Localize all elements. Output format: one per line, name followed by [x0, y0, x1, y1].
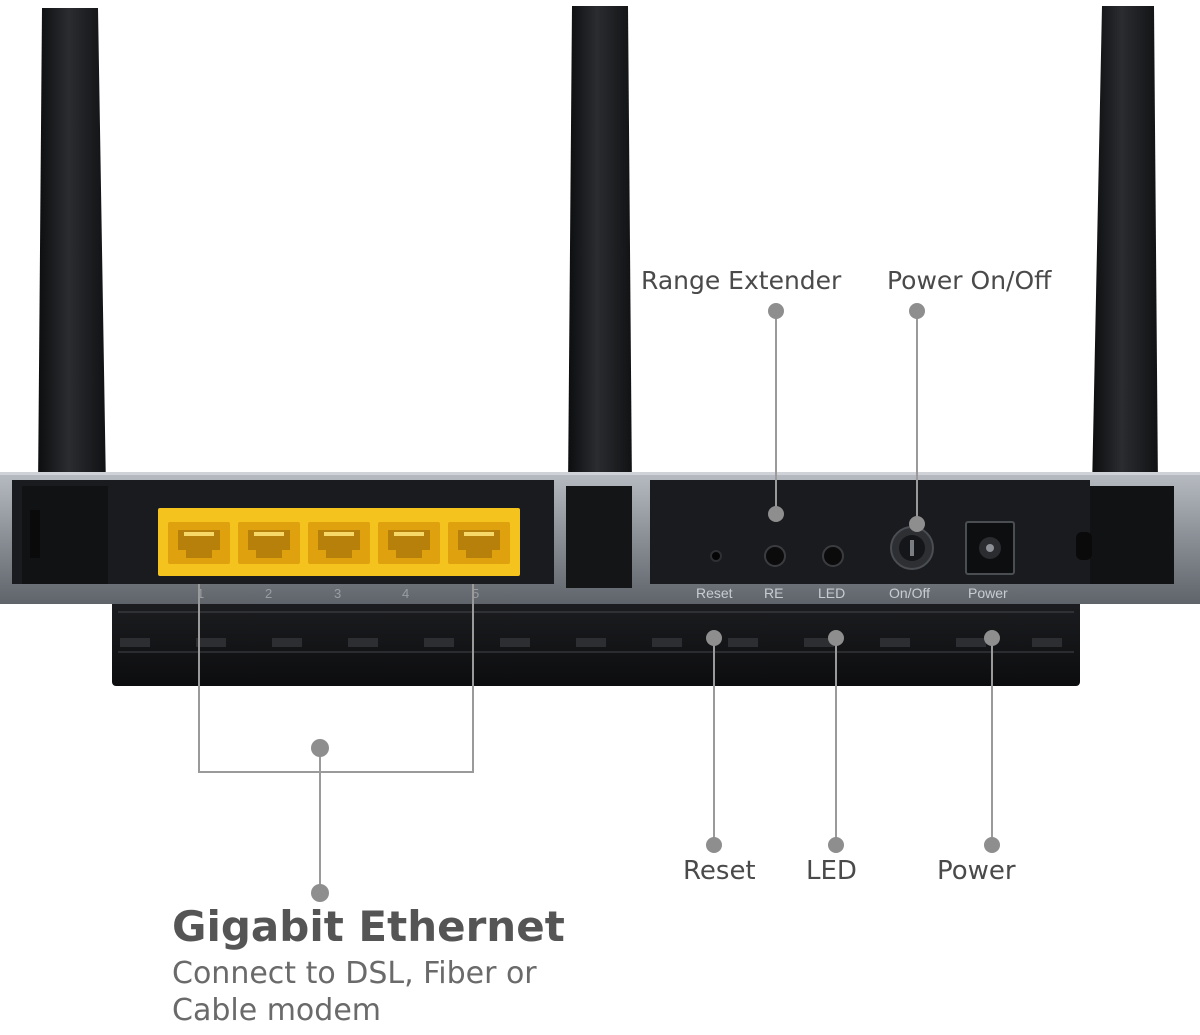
re-button	[764, 545, 786, 567]
callout-dots	[311, 303, 1000, 902]
port-number: 3	[334, 586, 342, 601]
callout-power-on-off: Power On/Off	[887, 266, 1052, 295]
ethernet-port	[168, 522, 230, 564]
control-panel	[650, 480, 1090, 584]
reset-pinhole	[710, 550, 722, 562]
ethernet-ports	[168, 522, 510, 564]
antenna-center	[568, 6, 632, 490]
feature-title: Gigabit Ethernet	[172, 902, 565, 951]
panel-label-re: RE	[764, 585, 784, 601]
ethernet-port	[448, 522, 510, 564]
callout-range-extender: Range Extender	[641, 266, 842, 295]
ethernet-port	[238, 522, 300, 564]
feature-description-line-1: Connect to DSL, Fiber or	[172, 956, 537, 991]
feature-description-line-2: Cable modem	[172, 993, 382, 1028]
panel-label-power: Power	[968, 585, 1008, 601]
callout-power: Power	[937, 856, 1016, 886]
router-base	[112, 596, 1080, 686]
ethernet-port	[308, 522, 370, 564]
led-button	[822, 545, 844, 567]
port-number: 5	[472, 586, 480, 601]
panel-label-led: LED	[818, 585, 846, 601]
callout-led: LED	[806, 856, 857, 886]
port-number: 4	[402, 586, 410, 601]
panel-label-reset: Reset	[696, 585, 733, 601]
port-number: 2	[265, 586, 273, 601]
ethernet-port	[378, 522, 440, 564]
port-number: 1	[197, 586, 205, 601]
panel-label-on-off: On/Off	[889, 585, 930, 601]
callout-reset: Reset	[683, 856, 756, 886]
antenna-center-mount	[566, 486, 632, 588]
callout-lines	[198, 311, 993, 893]
